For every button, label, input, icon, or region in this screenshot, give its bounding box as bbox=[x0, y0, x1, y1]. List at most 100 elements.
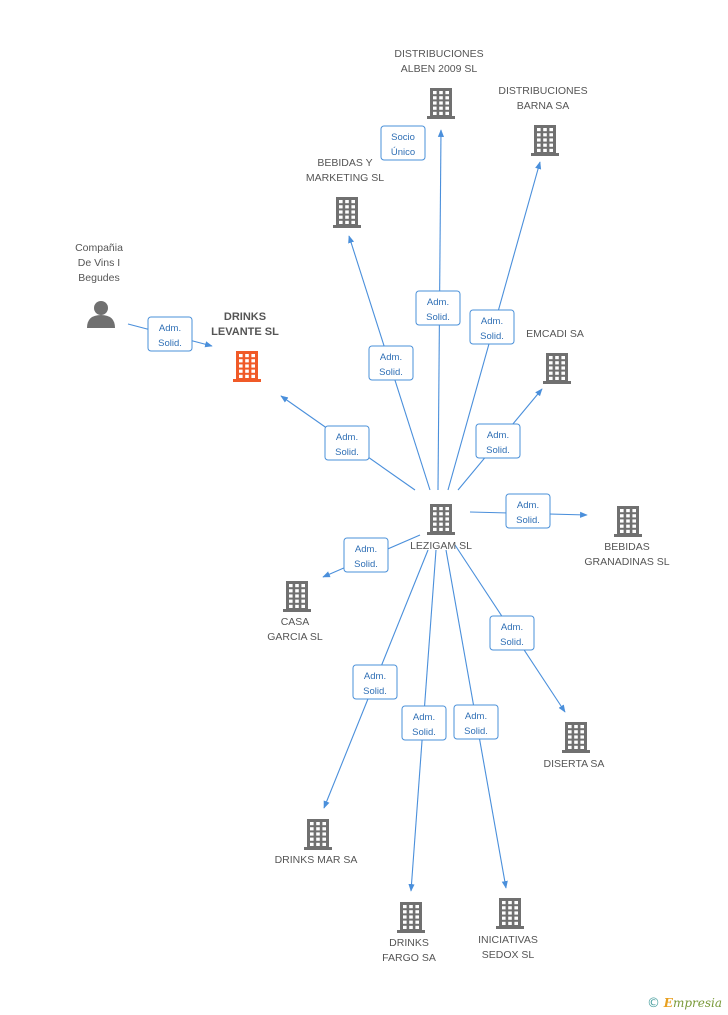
node-compania-vins[interactable]: Compañia De Vins I Begudes bbox=[75, 242, 123, 328]
edge-label-text: Solid. bbox=[379, 367, 403, 378]
node-label: EMCADI SA bbox=[526, 328, 584, 340]
edge-label-text: Solid. bbox=[426, 312, 450, 323]
node-label: SEDOX SL bbox=[482, 949, 535, 961]
node-casa-garcia[interactable]: CASA GARCIA SL bbox=[267, 581, 323, 643]
edge-label-box bbox=[324, 425, 370, 461]
edge-label[interactable]: Adm. Solid. bbox=[147, 316, 193, 352]
edge-label[interactable]: Adm.Solid. bbox=[368, 345, 414, 381]
node-drinks-levante[interactable]: DRINKS LEVANTE SL bbox=[211, 311, 279, 382]
node-lezigam[interactable]: LEZIGAM SL bbox=[410, 504, 472, 552]
building-icon bbox=[333, 197, 361, 228]
node-label: BEBIDAS Y bbox=[317, 157, 372, 169]
edge-label-box bbox=[505, 493, 551, 529]
node-label: Begudes bbox=[78, 272, 119, 284]
edge-label-text: Adm. bbox=[517, 500, 539, 511]
edge-label-text: Único bbox=[391, 147, 415, 158]
node-label: BARNA SA bbox=[517, 100, 570, 112]
building-icon bbox=[496, 898, 524, 929]
node-label: DRINKS bbox=[224, 311, 266, 323]
node-label: GARCIA SL bbox=[267, 631, 323, 643]
edge-label[interactable]: Adm. Solid. bbox=[505, 493, 551, 529]
building-icon bbox=[614, 506, 642, 537]
edge-label-box bbox=[489, 615, 535, 651]
edge-label[interactable]: Adm. Solid. bbox=[343, 537, 389, 573]
node-label: DRINKS bbox=[389, 937, 429, 949]
edge-label-text: Adm. bbox=[336, 432, 358, 443]
node-iniciativas-sedox[interactable]: INICIATIVAS SEDOX SL bbox=[478, 898, 538, 961]
building-icon bbox=[233, 351, 261, 382]
edge-label-box bbox=[475, 423, 521, 459]
edge-label-box bbox=[343, 537, 389, 573]
brand-initial: E bbox=[663, 996, 673, 1010]
edge-label-box bbox=[469, 309, 515, 345]
node-label: ALBEN 2009 SL bbox=[401, 63, 478, 75]
edge-label-text: Adm. bbox=[427, 297, 449, 308]
node-label: INICIATIVAS bbox=[478, 934, 538, 946]
edge-label-text: Solid. bbox=[335, 447, 359, 458]
edge-label-box bbox=[368, 345, 414, 381]
edge-label-text: Solid. bbox=[516, 515, 540, 526]
node-label: CASA bbox=[281, 616, 310, 628]
edge-label-text: Adm. bbox=[159, 323, 181, 334]
node-label: FARGO SA bbox=[382, 952, 436, 964]
person-icon bbox=[87, 301, 115, 328]
edge-label-text: Solid. bbox=[480, 331, 504, 342]
building-icon bbox=[427, 88, 455, 119]
edge-label[interactable]: Adm. Solid. bbox=[324, 425, 370, 461]
edge-label-box bbox=[147, 316, 193, 352]
edge-label-box bbox=[453, 704, 499, 740]
edge-label-text: Adm. bbox=[413, 712, 435, 723]
copyright-credit[interactable]: © Empresia bbox=[647, 996, 722, 1011]
edge-label[interactable]: Adm. Solid. bbox=[469, 309, 515, 345]
edge-label-text: Socio bbox=[391, 132, 415, 143]
edge-labels-layer: Adm. Solid. Adm. Solid. Adm. Solid. SocioÚnico… bbox=[147, 125, 551, 741]
edge-label-text: Solid. bbox=[486, 445, 510, 456]
edge-label-text: Solid. bbox=[500, 637, 524, 648]
node-label: LEZIGAM SL bbox=[410, 540, 472, 552]
node-label: Compañia bbox=[75, 242, 123, 254]
edge-label-text: Solid. bbox=[354, 559, 378, 570]
nodes-layer: LEZIGAM SL DRINKS LEVANTE SL Compañia De Vin… bbox=[75, 48, 670, 964]
copyright-symbol: © bbox=[646, 996, 660, 1011]
node-diserta[interactable]: DISERTA SA bbox=[544, 722, 605, 770]
node-label: MARKETING SL bbox=[306, 172, 384, 184]
node-distribuciones-barna[interactable]: DISTRIBUCIONES BARNA SA bbox=[498, 85, 588, 156]
edge-label-box bbox=[352, 664, 398, 700]
node-drinks-mar[interactable]: DRINKS MAR SA bbox=[275, 819, 358, 866]
building-icon bbox=[543, 353, 571, 384]
edge-label-text: Solid. bbox=[158, 338, 182, 349]
node-label: BEBIDAS bbox=[604, 541, 650, 553]
edge-label[interactable]: Adm.Solid. bbox=[453, 704, 499, 740]
node-distribuciones-alben[interactable]: DISTRIBUCIONES ALBEN 2009 SL bbox=[394, 48, 484, 119]
edge-label[interactable]: Adm. Solid. bbox=[401, 705, 447, 741]
edge-label-text: Adm. bbox=[364, 671, 386, 682]
node-label: De Vins I bbox=[78, 257, 120, 269]
edge-label-text: Adm. bbox=[481, 316, 503, 327]
edge-label[interactable]: Adm. Solid. bbox=[415, 290, 461, 326]
edge-label[interactable]: Adm.Solid. bbox=[489, 615, 535, 651]
node-bebidas-marketing[interactable]: BEBIDAS Y MARKETING SL bbox=[306, 157, 384, 228]
brand-name: mpresia bbox=[672, 996, 722, 1010]
building-icon bbox=[562, 722, 590, 753]
node-label: GRANADINAS SL bbox=[584, 556, 669, 568]
node-bebidas-granadinas[interactable]: BEBIDAS GRANADINAS SL bbox=[584, 506, 670, 568]
edge-label-text: Adm. bbox=[487, 430, 509, 441]
edge-label[interactable]: Adm. Solid. bbox=[352, 664, 398, 700]
edge-label-box bbox=[415, 290, 461, 326]
building-icon bbox=[531, 125, 559, 156]
edge-label[interactable]: Adm. Solid. bbox=[475, 423, 521, 459]
node-label: DISTRIBUCIONES bbox=[394, 48, 483, 60]
node-emcadi[interactable]: EMCADI SA bbox=[526, 328, 584, 384]
node-drinks-fargo[interactable]: DRINKS FARGO SA bbox=[382, 902, 436, 964]
edge-label-box bbox=[401, 705, 447, 741]
edge-label-text: Solid. bbox=[412, 727, 436, 738]
node-label: DISERTA SA bbox=[544, 758, 605, 770]
edge-label-text: Adm. bbox=[465, 711, 487, 722]
edge-label-text: Adm. bbox=[355, 544, 377, 555]
node-label: DISTRIBUCIONES bbox=[498, 85, 587, 97]
edge-label-text: Solid. bbox=[363, 686, 387, 697]
building-icon bbox=[427, 504, 455, 535]
node-label: LEVANTE SL bbox=[211, 326, 279, 338]
